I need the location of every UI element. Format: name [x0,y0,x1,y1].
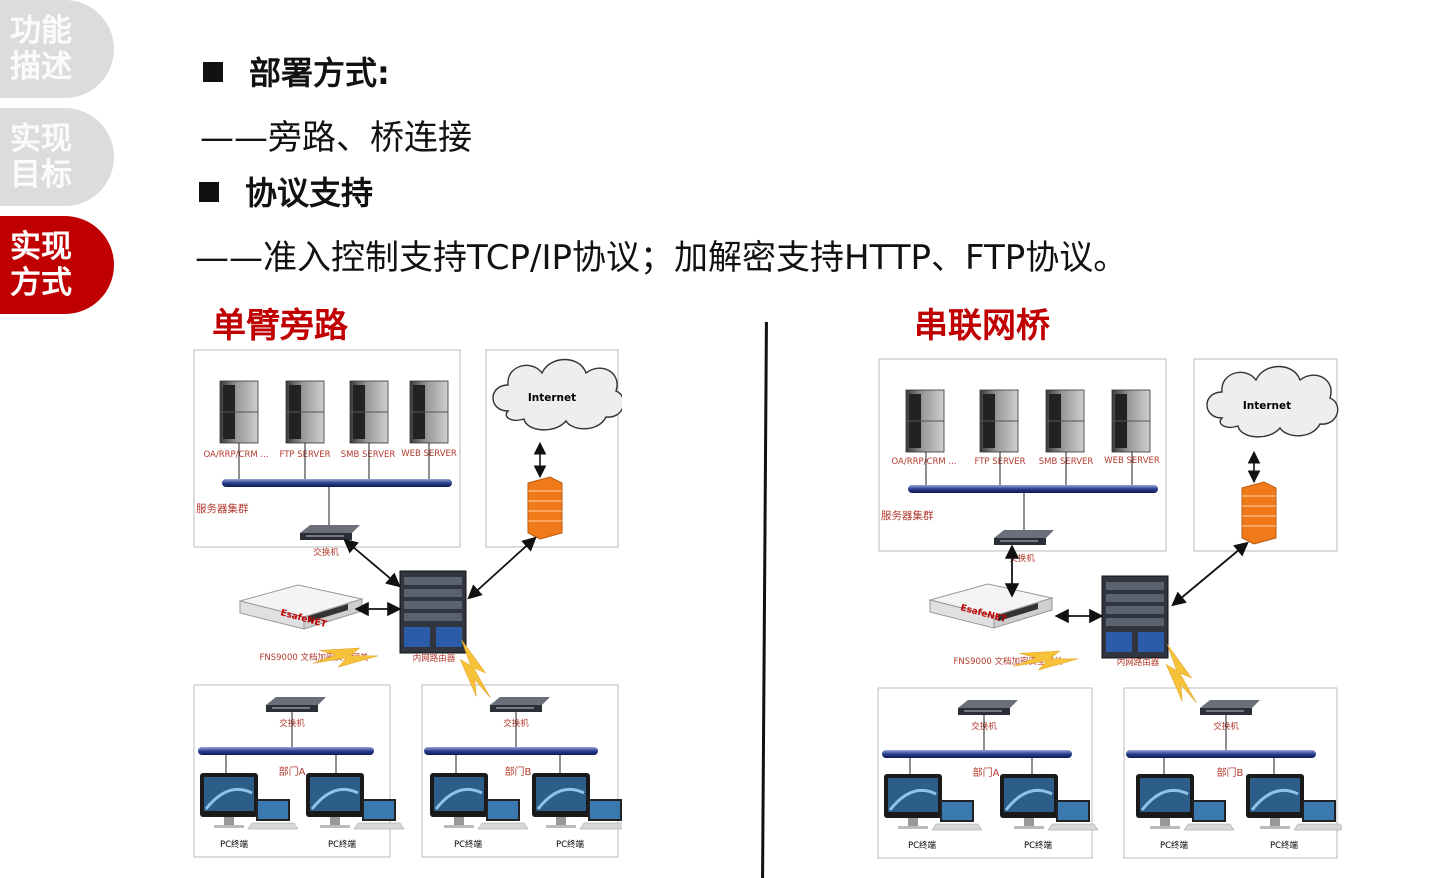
internet-label: Internet [1243,400,1291,412]
firewall-icon [527,476,563,540]
switch-icon [958,700,1018,715]
divider-line [761,321,768,878]
gateway-label: FNS9000 文档加密安全网关 [260,652,369,663]
cluster-label: 服务器集群 [196,502,249,515]
server-cluster-box [878,358,1167,552]
pc-label: PC终端 [1160,840,1189,851]
switch-icon [300,525,360,540]
pc-label: PC终端 [1270,840,1299,851]
pc-label: PC终端 [1024,840,1053,851]
switch-icon [490,697,550,712]
router-icon [1101,575,1169,659]
pc-terminal-icon [882,772,984,832]
bullet-square-icon [199,182,219,202]
deploy-heading-text: 部署方式: [249,54,390,92]
internet-box [485,349,619,548]
switch-label: 交换机 [1009,553,1035,564]
protocol-text: ——准入控制支持TCP/IP协议；加解密支持HTTP、FTP协议。 [195,238,1128,278]
dept-bus [882,750,1072,758]
dept-label: 部门B [505,765,532,778]
dept-label: 部门A [973,766,1000,779]
dept-b-box [1123,687,1338,859]
pc-terminal-icon [1244,772,1342,832]
server-bus [222,479,452,487]
diagram-title-bridge: 串联网桥 [914,306,1050,346]
cluster-label: 服务器集群 [881,509,934,522]
switch-icon [994,530,1054,545]
sidebar-tab-method[interactable]: 实现 方式 [0,216,114,314]
internet-box [1193,358,1338,552]
dept-b-box [421,684,619,858]
server-bus [908,485,1158,493]
dept-label: 部门A [279,765,306,778]
sidebar-tab-label: 目标 [10,157,72,193]
server-icon [1111,389,1151,453]
router-icon [399,570,467,654]
pc-label: PC终端 [556,839,585,850]
pc-label: PC终端 [220,839,249,850]
pc-terminal-icon [530,771,622,831]
pc-label: PC终端 [328,839,357,850]
protocol-heading-text: 协议支持 [245,174,374,212]
server-icon [1045,389,1085,453]
server-label: SMB SERVER [341,450,396,460]
server-cluster-box [193,349,461,548]
pc-label: PC终端 [454,839,483,850]
server-icon [979,389,1019,453]
diagram-bridge: OA/RRP/CRM ... FTP SERVER SMB SERVER WEB… [877,358,1342,859]
dept-bus [198,747,374,755]
sidebar-tab-goal[interactable]: 实现 目标 [0,108,114,206]
gateway-label: FNS9000 文档加密安全网关 [954,656,1063,667]
deploy-text: ——旁路、桥连接 [200,118,472,158]
pc-terminal-icon [1134,772,1236,832]
diagram-title-bypass: 单臂旁路 [212,306,348,346]
server-label: OA/RRP/CRM ... [891,457,956,467]
sidebar-tab-label: 描述 [10,49,72,85]
firewall-icon [1241,481,1277,545]
server-icon [285,380,325,444]
dept-label: 部门B [1217,766,1244,779]
router-label: 内网路由器 [413,653,456,664]
dept-bus [424,747,598,755]
router-label: 内网路由器 [1117,657,1160,668]
protocol-heading: 协议支持 [199,168,373,214]
deploy-heading: 部署方式: [203,48,390,94]
sidebar-tab-label: 方式 [10,265,72,301]
dept-a-box [877,687,1093,859]
sidebar-tab-label: 实现 [10,121,72,157]
server-icon [219,380,259,444]
switch-icon [1200,700,1260,715]
pc-terminal-icon [198,771,300,831]
sidebar-tab-function[interactable]: 功能 描述 [0,0,114,98]
server-icon [349,380,389,444]
dept-a-box [193,684,391,858]
dept-bus [1126,750,1316,758]
pc-terminal-icon [304,771,406,831]
pc-terminal-icon [428,771,530,831]
server-icon [409,380,449,444]
diagram-bypass: OA/RRP/CRM ... FTP SERVER SMB SERVER WEB… [193,349,622,858]
pc-terminal-icon [998,772,1100,832]
internet-label: Internet [528,392,576,404]
switch-icon [266,697,326,712]
switch-label: 交换机 [313,547,339,558]
bullet-square-icon [203,62,223,82]
sidebar-tab-label: 功能 [10,13,72,49]
sidebar-tab-label: 实现 [10,229,72,265]
server-icon [905,389,945,453]
server-label: OA/RRP/CRM ... [203,450,268,460]
pc-label: PC终端 [908,840,937,851]
